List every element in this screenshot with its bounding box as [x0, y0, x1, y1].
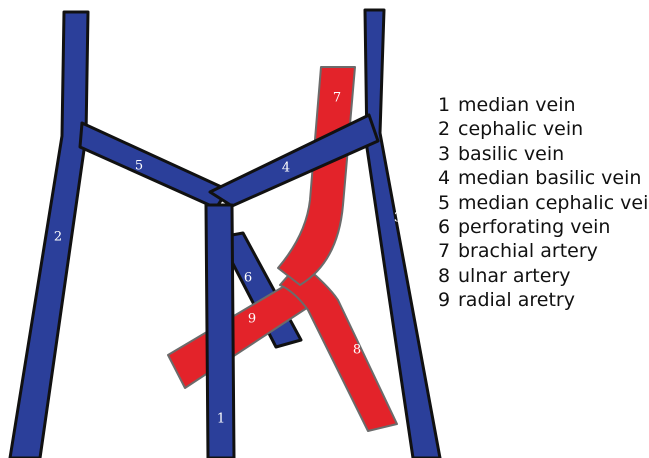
cephalic-vein: [10, 12, 88, 458]
legend-name: perforating vein: [458, 216, 610, 238]
label-perforating-vein: 6: [244, 271, 252, 286]
legend-name: radial aretry: [458, 289, 575, 311]
label-radial-artery: 9: [248, 312, 256, 327]
legend-name: cephalic vein: [458, 118, 583, 140]
legend-number: 7: [438, 239, 458, 263]
legend-number: 5: [438, 191, 458, 215]
legend-number: 3: [438, 142, 458, 166]
median-basilic-vein: [210, 115, 378, 206]
legend-name: median basilic vein: [458, 167, 641, 189]
label-median-cephalic-vein: 5: [135, 159, 143, 174]
legend-name: basilic vein: [458, 143, 564, 165]
legend-number: 9: [438, 288, 458, 312]
legend-number: 6: [438, 215, 458, 239]
label-median-basilic-vein: 4: [282, 161, 290, 176]
legend-number: 8: [438, 264, 458, 288]
label-ulnar-artery: 8: [353, 343, 361, 358]
ulnar-artery: [280, 262, 397, 431]
label-cephalic-vein: 2: [54, 230, 62, 245]
legend-name: median vein: [458, 94, 576, 116]
legend-number: 4: [438, 166, 458, 190]
label-median-vein: 1: [217, 412, 225, 427]
median-cephalic-vein: [80, 123, 228, 208]
label-brachial-artery: 7: [333, 91, 341, 106]
legend-number: 2: [438, 117, 458, 141]
label-basilic-vein: 3: [394, 211, 402, 226]
legend-name: brachial artery: [458, 240, 598, 262]
legend-number: 1: [438, 93, 458, 117]
legend-name: ulnar artery: [458, 265, 571, 287]
legend-name: median cephalic vein: [458, 192, 649, 214]
